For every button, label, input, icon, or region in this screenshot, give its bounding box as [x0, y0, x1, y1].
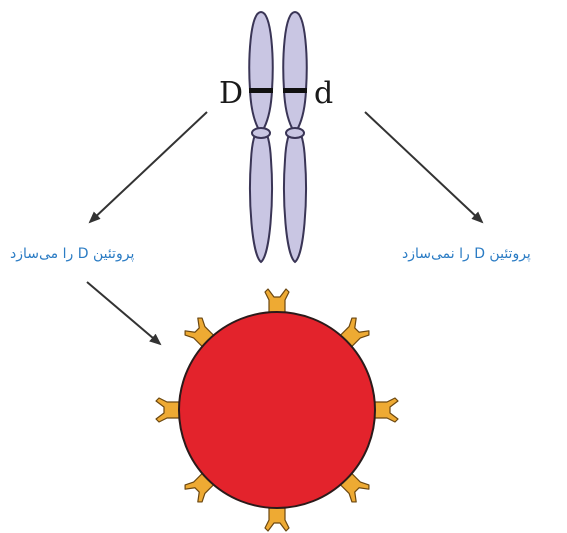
cell-body: [179, 312, 375, 508]
red-blood-cell: [156, 289, 398, 531]
chromosome-left: [249, 12, 273, 262]
label-produces-protein-d: پروتئین D را می‌سازد: [10, 246, 134, 262]
allele-dominant-label: D: [219, 76, 243, 111]
arrow-to-produces: [90, 112, 207, 222]
arrow-to-cell: [87, 282, 160, 344]
chromosome-right: [283, 12, 307, 262]
allele-recessive-label: d: [314, 76, 333, 111]
label-not-produces-protein-d: پروتئین D را نمی‌سازد: [402, 246, 531, 262]
chromosome-pair: [249, 12, 307, 262]
arrow-to-not-produces: [365, 112, 482, 222]
